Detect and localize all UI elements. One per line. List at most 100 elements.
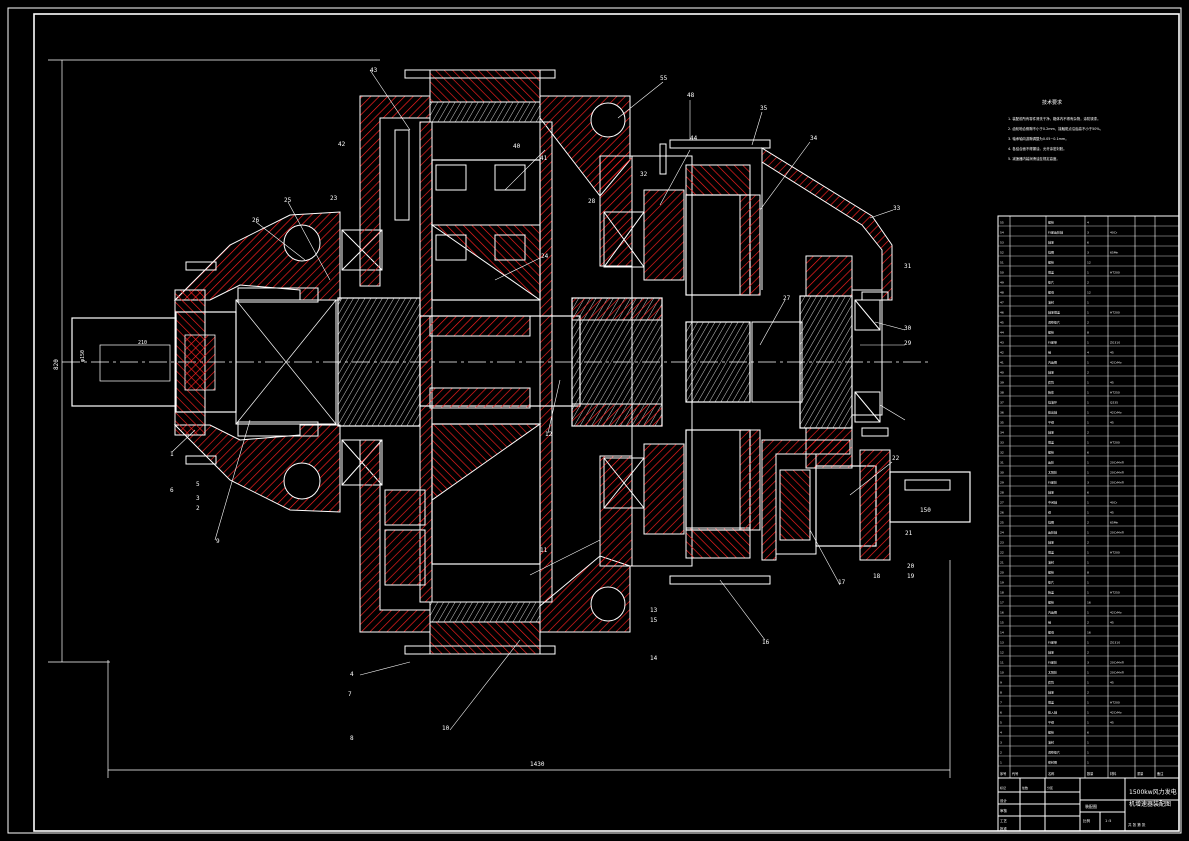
parts-cell: 螺栓 — [1048, 220, 1054, 225]
parts-cell: 6 — [1087, 731, 1089, 735]
parts-cell: 端盖 — [1048, 270, 1054, 275]
parts-cell: 1 — [1087, 671, 1089, 675]
leader-lines — [171, 69, 906, 731]
balloon-12: 12 — [545, 431, 553, 438]
parts-cell: 螺栓 — [1048, 600, 1054, 605]
parts-cell: 挡油环 — [1048, 400, 1057, 405]
parts-cell: 螺母 — [1048, 290, 1054, 295]
balloon-24: 24 — [541, 253, 549, 260]
balloon-16: 16 — [762, 639, 770, 646]
rev-count: 处数 — [1022, 785, 1028, 790]
title-block: 1500kw风力发电 机增速器装配图 装配图 比例 1:5 共 张 第 张 设计… — [997, 777, 1180, 832]
parts-cell: 9 — [1000, 681, 1002, 685]
scale-value: 1:5 — [1105, 819, 1111, 823]
balloon-22: 22 — [892, 455, 900, 462]
balloon-13: 13 — [650, 607, 658, 614]
parts-cell: 垫片 — [1048, 580, 1054, 585]
parts-cell: 19 — [1000, 581, 1004, 585]
parts-cell: 1 — [1087, 471, 1089, 475]
parts-cell: 1 — [1087, 441, 1089, 445]
title-line-2: 机增速器装配图 — [1129, 800, 1171, 808]
balloon-19: 19 — [907, 573, 915, 580]
parts-cell: 4 — [1000, 731, 1002, 735]
parts-cell: 1 — [1087, 411, 1089, 415]
parts-cell: 中间轴 — [1048, 500, 1057, 505]
parts-cell: 3 — [1000, 741, 1002, 745]
parts-cell: 12 — [1000, 651, 1004, 655]
parts-cell: 调整垫片 — [1048, 320, 1060, 325]
input-shaft-dia: φ150 — [80, 350, 86, 362]
parts-cell: ZG310 — [1110, 641, 1120, 645]
parts-cell: 1 — [1087, 391, 1089, 395]
parts-cell: HT250 — [1110, 591, 1120, 595]
parts-cell: 20CrMnTi — [1110, 471, 1124, 475]
balloon-4: 4 — [350, 671, 354, 678]
stage2-housing — [599, 139, 771, 585]
balloon-29: 29 — [904, 340, 912, 347]
parts-cell: 轴承 — [1048, 240, 1054, 245]
parts-cell: 套筒 — [1048, 380, 1054, 385]
parts-cell: HT200 — [1110, 311, 1120, 315]
main-shaft — [419, 297, 663, 427]
tech-req-line-2: 2. 齿轮啮合侧隙不小于0.2mm，接触斑点沿齿高不小于50%。 — [1008, 126, 1103, 131]
parts-cell: 38 — [1000, 391, 1004, 395]
parts-cell: 6 — [1087, 241, 1089, 245]
parts-cell: 1 — [1087, 591, 1089, 595]
parts-cell: 平键 — [1048, 720, 1054, 725]
parts-cell: 行星架 — [1048, 340, 1057, 345]
parts-cell: HT200 — [1110, 551, 1120, 555]
balloon-55: 55 — [660, 75, 668, 82]
balloon-44: 44 — [690, 135, 698, 142]
parts-cell: 箱体 — [1048, 390, 1054, 395]
stage2-gears — [685, 164, 761, 559]
parts-cell: 45 — [1110, 621, 1114, 625]
parts-cell: 6 — [1000, 711, 1002, 715]
tech-req-line-3: 3. 轴承轴向游隙调整为0.05~0.1mm。 — [1008, 136, 1069, 141]
parts-cell: 51 — [1000, 261, 1004, 265]
balloon-23: 23 — [330, 195, 338, 202]
parts-cell: 挡圈 — [1048, 520, 1054, 525]
parts-cell: 平键 — [1048, 420, 1054, 425]
balloon-43: 43 — [370, 67, 378, 74]
parts-cell: 40 — [1000, 371, 1004, 375]
parts-cell: 5 — [1000, 721, 1002, 725]
parts-cell: 36 — [1000, 411, 1004, 415]
parts-cell: 42 — [1000, 351, 1004, 355]
tech-req-heading: 技术要求 — [1042, 99, 1062, 106]
parts-cell: HT200 — [1110, 271, 1120, 275]
parts-cell: 12 — [1087, 261, 1091, 265]
parts-cell: 齿轮 — [1048, 460, 1054, 465]
balloon-48: 48 — [687, 92, 695, 99]
parts-cell: 行星轮 — [1048, 480, 1057, 485]
tech-req-line-1: 1. 装配前所有零件清洗干净，箱体内不得有杂物，涂防锈漆。 — [1008, 116, 1100, 121]
tech-requirements: 技术要求 1. 装配前所有零件清洗干净，箱体内不得有杂物，涂防锈漆。 2. 齿轮… — [1008, 99, 1103, 161]
input-gear — [337, 297, 421, 427]
input-shaft: φ150 210 — [71, 299, 337, 425]
tech-req-line-4: 4. 各结合面不得漏油，允许涂密封胶。 — [1008, 146, 1067, 151]
output-gear — [751, 255, 883, 469]
balloon-8: 8 — [350, 735, 354, 742]
parts-cell: 45 — [1110, 721, 1114, 725]
outer-frame — [7, 7, 1182, 834]
parts-cell: 输入轴 — [1048, 710, 1057, 715]
parts-cell: 28 — [1000, 491, 1004, 495]
parts-cell: 销 — [1048, 350, 1051, 355]
parts-cell: 1 — [1087, 641, 1089, 645]
parts-cell: HT200 — [1110, 701, 1120, 705]
parts-cell: 44 — [1000, 331, 1004, 335]
